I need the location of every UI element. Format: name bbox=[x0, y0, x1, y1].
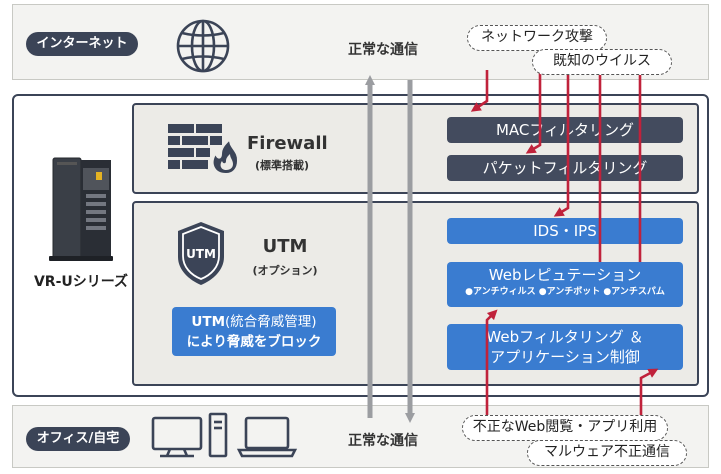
utm-description-strong: UTM bbox=[191, 314, 226, 330]
threat-line-3 bbox=[553, 70, 570, 217]
threat-line-6 bbox=[485, 309, 498, 415]
threat-line-2 bbox=[525, 70, 542, 154]
web-filtering-line1: Webフィルタリング ＆ bbox=[486, 328, 644, 346]
utm-subtitle: (オプション) bbox=[252, 264, 318, 277]
normal-traffic-label-bottom: 正常な通信 bbox=[348, 433, 418, 449]
utm-title: UTM bbox=[262, 236, 308, 257]
web-filtering-line2: アプリケーション制御 bbox=[490, 348, 640, 366]
web-reputation-title: Webレピュテーション bbox=[488, 266, 642, 284]
utm-description-line2: により脅威をブロック bbox=[186, 334, 322, 350]
utm-description-rest: (統合脅威管理) bbox=[225, 314, 317, 330]
office-label: オフィス/自宅 bbox=[26, 427, 130, 451]
shield-text: UTM bbox=[186, 247, 216, 261]
ids-ips-box: IDS・IPS bbox=[447, 218, 683, 244]
threat-line-1 bbox=[470, 70, 489, 112]
threat-known-virus: 既知のウイルス bbox=[532, 49, 672, 75]
packet-filtering-box: パケットフィルタリング bbox=[447, 155, 683, 181]
threat-line-7 bbox=[639, 368, 659, 415]
utm-description-line1: UTM(統合脅威管理) bbox=[172, 312, 336, 332]
threat-malware: マルウェア不正通信 bbox=[527, 440, 687, 466]
threat-illegal-web: 不正なWeb閲覧・アプリ利用 bbox=[462, 415, 668, 441]
threat-network-attack: ネットワーク攻撃 bbox=[467, 25, 607, 51]
normal-traffic-label-top: 正常な通信 bbox=[348, 42, 418, 58]
web-reputation-features: ●アンチウィルス ●アンチボット ●アンチスパム bbox=[465, 287, 665, 297]
internet-label: インターネット bbox=[26, 32, 138, 56]
device-name: VR-Uシリーズ bbox=[33, 274, 129, 290]
firewall-subtitle: (標準搭載) bbox=[255, 159, 310, 172]
web-reputation-box: Webレピュテーション ●アンチウィルス ●アンチボット ●アンチスパム bbox=[447, 262, 683, 307]
utm-description-box: UTM(統合脅威管理) により脅威をブロック bbox=[172, 307, 336, 356]
firewall-title: Firewall bbox=[247, 133, 328, 154]
